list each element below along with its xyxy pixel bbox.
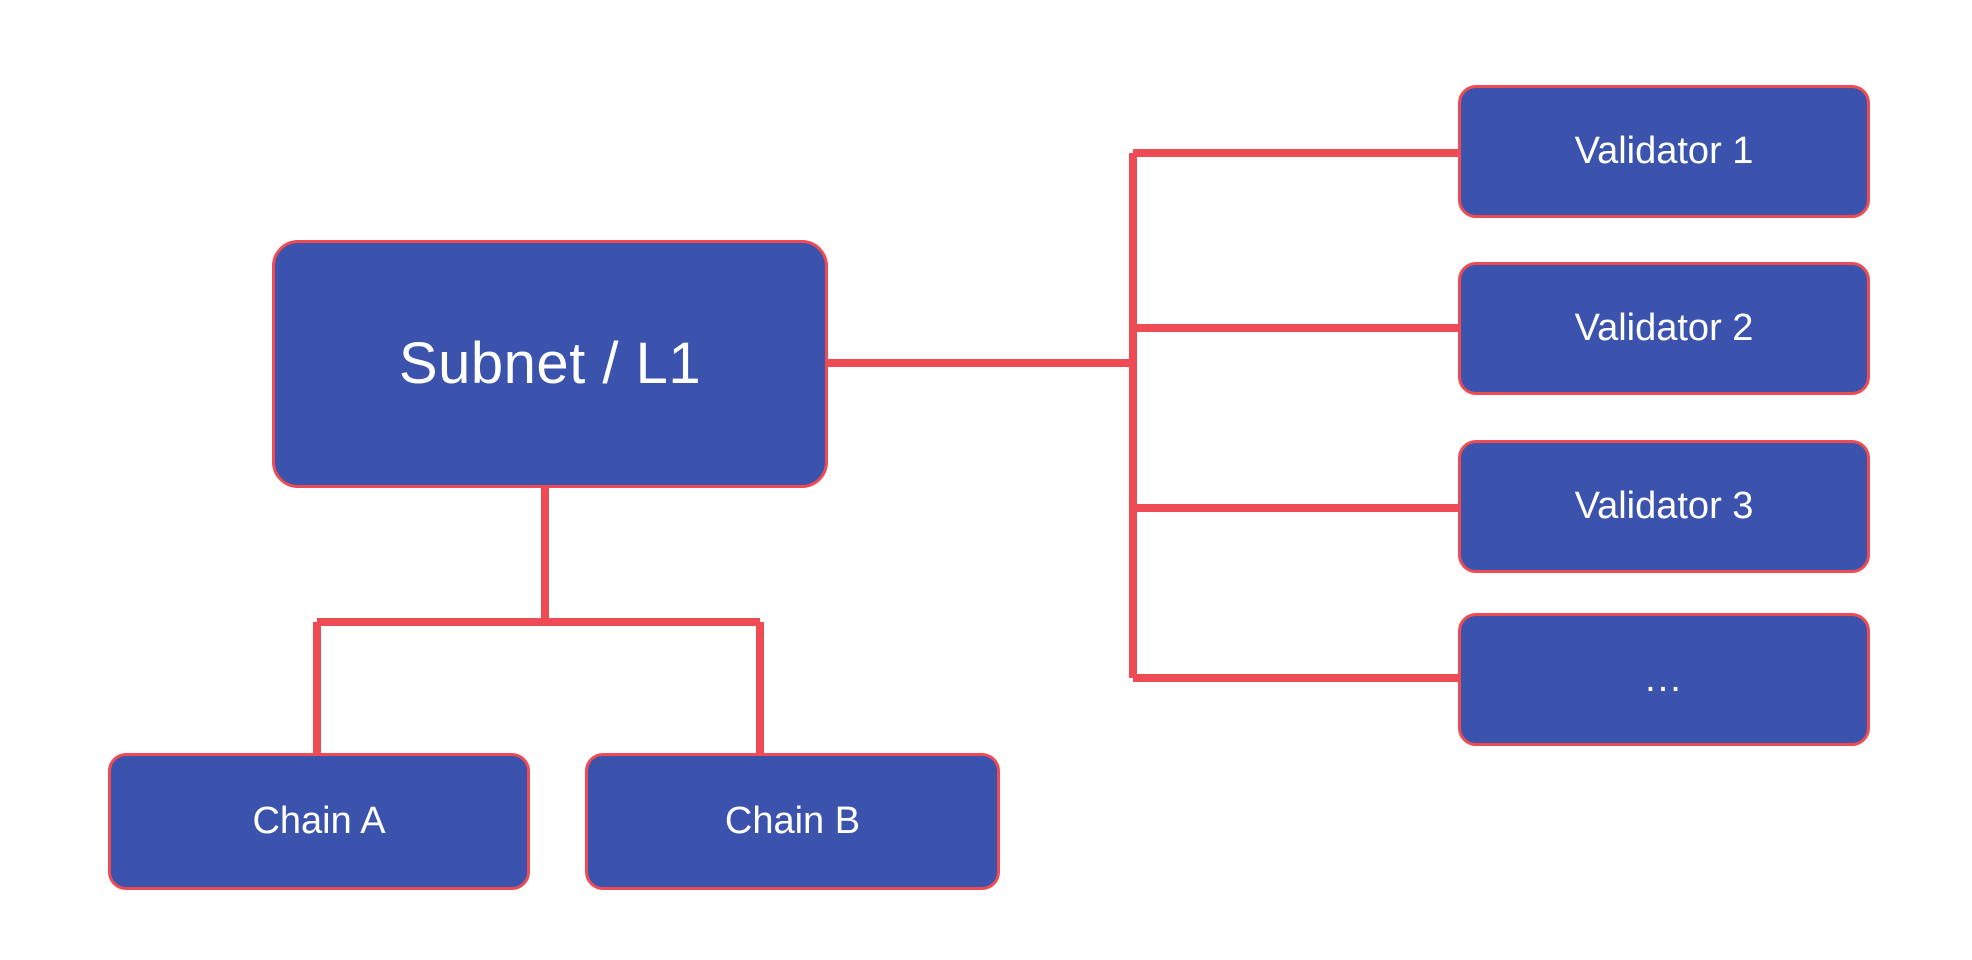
node-validator-2-label: Validator 2 [1574, 306, 1754, 349]
node-validator-more[interactable]: ... [1458, 613, 1870, 746]
node-subnet-l1-label: Subnet / L1 [398, 331, 702, 397]
node-chain-a-label: Chain A [252, 799, 386, 842]
node-validator-3-label: Validator 3 [1574, 484, 1754, 527]
node-chain-a[interactable]: Chain A [108, 753, 530, 890]
node-validator-more-label: ... [1645, 657, 1683, 700]
node-chain-b-label: Chain B [724, 799, 861, 842]
node-validator-1-label: Validator 1 [1574, 129, 1754, 172]
node-validator-1[interactable]: Validator 1 [1458, 85, 1870, 218]
node-validator-2[interactable]: Validator 2 [1458, 262, 1870, 395]
node-chain-b[interactable]: Chain B [585, 753, 1000, 890]
node-validator-3[interactable]: Validator 3 [1458, 440, 1870, 573]
node-subnet-l1[interactable]: Subnet / L1 [272, 240, 828, 488]
